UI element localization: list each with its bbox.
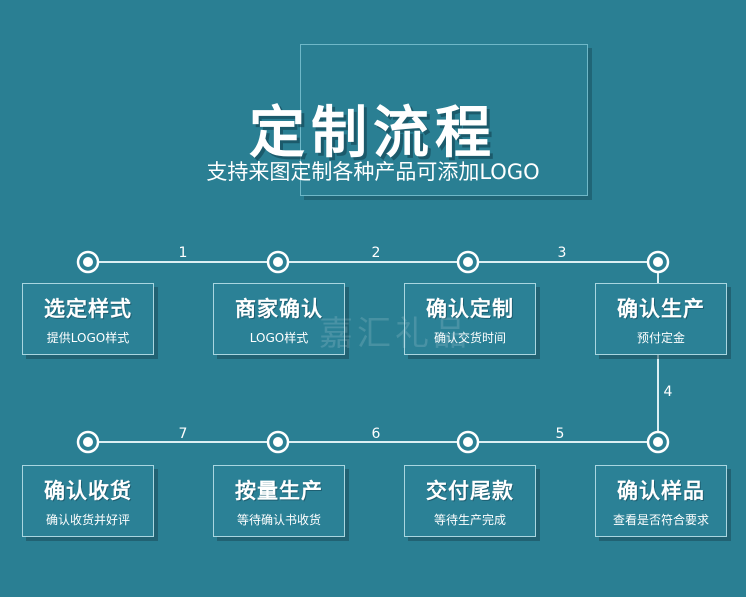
node-5 xyxy=(646,430,670,454)
step-box-1: 选定样式 提供LOGO样式 xyxy=(22,283,154,355)
node-6 xyxy=(456,430,480,454)
step-desc: 提供LOGO样式 xyxy=(46,331,130,345)
step-title: 商家确认 xyxy=(235,297,323,321)
connector-label-5: 5 xyxy=(556,426,565,442)
connector-label-2: 2 xyxy=(372,245,381,261)
step-title: 确认定制 xyxy=(426,297,514,321)
step-desc: 查看是否符合要求 xyxy=(612,513,709,527)
node-7 xyxy=(266,430,290,454)
step-desc: 预付定金 xyxy=(636,331,685,345)
step-title: 选定样式 xyxy=(44,297,132,321)
node-1 xyxy=(76,250,100,274)
connector-label-3: 3 xyxy=(558,245,567,261)
step-title: 按量生产 xyxy=(235,479,323,503)
step-title: 确认样品 xyxy=(617,479,705,503)
step-desc: 确认收货并好评 xyxy=(45,513,130,527)
node-4 xyxy=(646,250,670,274)
step-box-8: 确认收货 确认收货并好评 xyxy=(22,465,154,537)
step-box-5: 确认样品 查看是否符合要求 xyxy=(595,465,727,537)
title-frame xyxy=(300,44,588,196)
node-3 xyxy=(456,250,480,274)
page-subtitle: 支持来图定制各种产品可添加LOGO xyxy=(206,160,540,184)
node-2 xyxy=(266,250,290,274)
step-title: 确认收货 xyxy=(44,479,132,503)
watermark: 嘉汇礼品 xyxy=(319,314,471,354)
step-desc: 等待确认书收货 xyxy=(236,513,321,527)
step-box-3: 确认定制 确认交货时间 xyxy=(404,283,536,355)
step-desc: LOGO样式 xyxy=(249,331,309,345)
step-box-7: 按量生产 等待确认书收货 xyxy=(213,465,345,537)
step-title: 确认生产 xyxy=(617,297,705,321)
connector-label-4: 4 xyxy=(664,384,673,400)
node-8 xyxy=(76,430,100,454)
connector-label-7: 7 xyxy=(179,426,188,442)
connector-label-1: 1 xyxy=(179,245,188,261)
page-title: 定制流程 xyxy=(249,101,497,166)
step-desc: 确认交货时间 xyxy=(433,331,506,345)
step-box-6: 交付尾款 等待生产完成 xyxy=(404,465,536,537)
step-box-2: 商家确认 LOGO样式 xyxy=(213,283,345,355)
step-box-4: 确认生产 预付定金 xyxy=(595,283,727,355)
step-desc: 等待生产完成 xyxy=(433,513,506,527)
step-title: 交付尾款 xyxy=(426,479,514,503)
connector-label-6: 6 xyxy=(372,426,381,442)
